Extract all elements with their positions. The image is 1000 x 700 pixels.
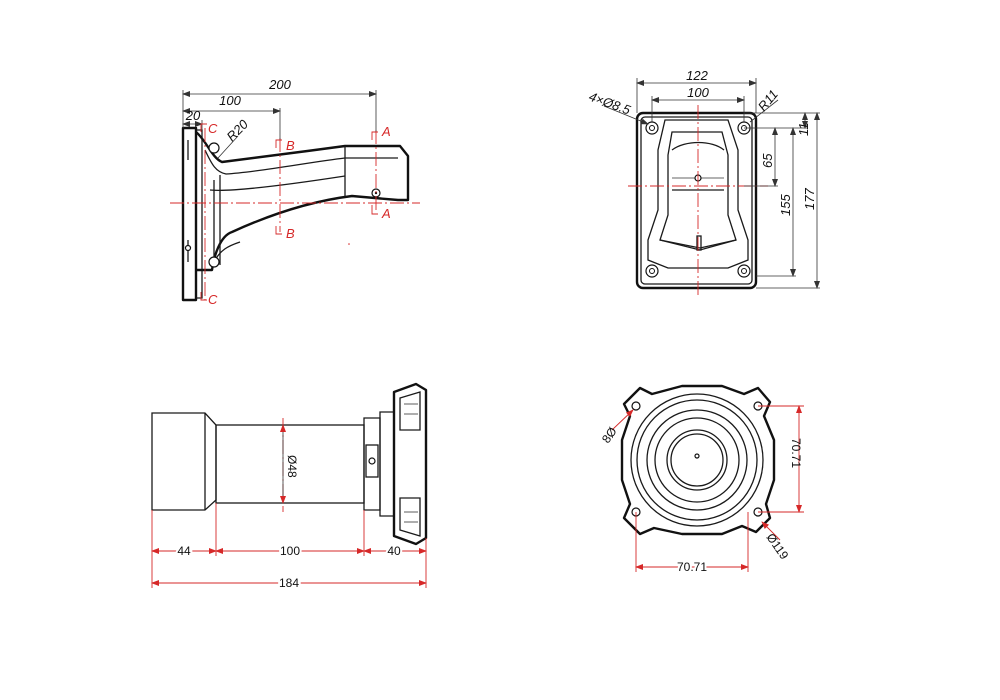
section-a-top: A — [381, 124, 391, 139]
dim-100-back: 100 — [687, 85, 709, 100]
flange-view: 70.71 70.71 8Ø Ø119 — [599, 384, 804, 576]
section-a-bottom: A — [381, 206, 391, 221]
dim-44: 44 — [177, 544, 191, 558]
dim-122: 122 — [686, 68, 708, 83]
diameter-48: Ø48 — [285, 455, 299, 478]
section-c-bottom: C — [208, 292, 218, 307]
dim-20: 20 — [185, 108, 201, 123]
diameter-119: Ø119 — [764, 531, 792, 563]
section-b-bottom: B — [286, 226, 295, 241]
radius-r11: R11 — [755, 87, 781, 114]
dim-177: 177 — [802, 188, 817, 210]
dim-65: 65 — [760, 153, 775, 168]
section-b-top: B — [286, 138, 295, 153]
dim-200: 200 — [268, 77, 291, 92]
hole-8: 8Ø — [599, 425, 620, 446]
side-view: 200 100 20 R20 A A B B C C — [170, 77, 420, 307]
holes-4x-d85: 4×Ø8.5 — [587, 89, 633, 118]
dim-155: 155 — [778, 194, 793, 216]
dim-40: 40 — [387, 544, 401, 558]
dim-100: 100 — [219, 93, 241, 108]
dim-100-bottom: 100 — [280, 544, 300, 558]
pcd-vertical: 70.71 — [789, 438, 803, 468]
bottom-view: Ø48 44 100 40 184 — [151, 382, 428, 592]
back-view: 122 100 4×Ø8.5 R11 11 65 155 177 — [587, 68, 820, 298]
dim-184: 184 — [279, 576, 299, 590]
dim-11: 11 — [796, 123, 811, 137]
section-c-top: C — [208, 121, 218, 136]
radius-r20: R20 — [224, 116, 252, 144]
pcd-horizontal: 70.71 — [677, 560, 707, 574]
